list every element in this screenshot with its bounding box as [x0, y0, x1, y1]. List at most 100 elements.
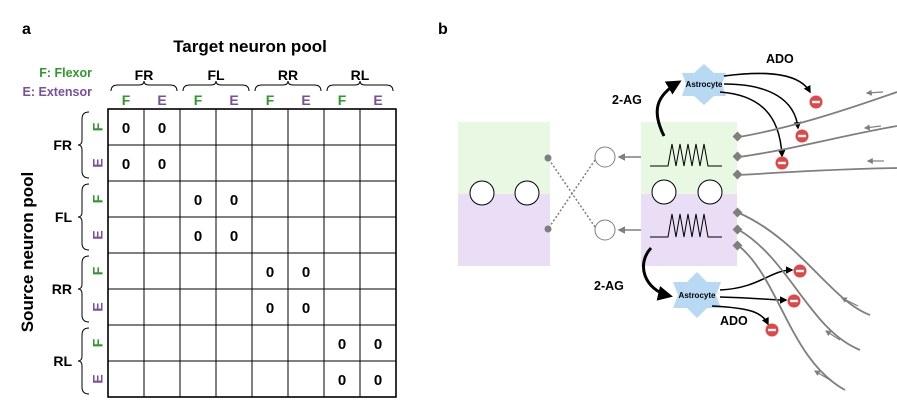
matrix-cell-value: 0: [158, 156, 166, 173]
terminal-bottom-3: [732, 240, 743, 251]
matrix-cell-box: [179, 288, 217, 326]
matrix-cell-box: [323, 252, 361, 290]
right-extensor-region: [641, 194, 737, 266]
matrix-cell-box: [323, 216, 361, 254]
matrix-cell-box: [107, 324, 145, 362]
matrix-cell: [323, 216, 361, 254]
target-pool-title: Target neuron pool: [173, 37, 327, 56]
astrocyte-bottom-shape: [673, 272, 721, 318]
matrix-cell-box: [179, 324, 217, 362]
matrix-cell: [359, 108, 397, 146]
matrix-cell-box: [107, 252, 145, 290]
matrix-cell-box: [143, 216, 181, 254]
inhibition-bar: [796, 269, 804, 273]
matrix-cell: 0: [359, 360, 397, 398]
ado-arrow-bottom-3: [711, 305, 769, 326]
terminal-top-3: [732, 169, 743, 180]
matrix-cell-box: [215, 360, 253, 398]
matrix-cell: [287, 108, 325, 146]
inhibition-bar: [798, 134, 806, 138]
matrix-cell-box: [251, 180, 289, 218]
ado-arrow-bottom-2: [719, 296, 788, 304]
terminal-top-1: [732, 131, 743, 142]
matrix-cell: [107, 216, 145, 254]
panel-b-letter: b: [438, 21, 448, 38]
matrix-cell: [323, 252, 361, 290]
matrix-cell: 0: [251, 288, 289, 326]
crossing-terminal-top: [544, 154, 552, 162]
panel-a-letter: a: [22, 21, 31, 38]
matrix-cell: 0: [143, 144, 181, 182]
matrix-cell: [359, 288, 397, 326]
row-extensor-label: E: [90, 158, 106, 167]
matrix-cell-box: [107, 360, 145, 398]
matrix-cell-value: 0: [338, 336, 346, 353]
row-pool-label: FR: [53, 137, 72, 153]
inhibition-marker: [775, 156, 789, 170]
row-pool-brace: [77, 111, 90, 179]
ado-arrow-top-2: [723, 83, 802, 130]
matrix-border: [107, 108, 397, 398]
matrix-cell: [287, 216, 325, 254]
matrix-cell-box: [143, 360, 181, 398]
row-pool-label: RL: [53, 353, 72, 369]
matrix-cell-box: [107, 180, 145, 218]
matrix-cell-box: [359, 108, 397, 146]
matrix-cell: [143, 288, 181, 326]
col-pool-label: FR: [135, 67, 154, 83]
afferent-arrow-bottom-1: [840, 297, 859, 307]
left-extensor-region: [458, 194, 550, 266]
inhibition-markers: [765, 95, 823, 337]
afferent-arrow-top-2: [863, 124, 882, 131]
matrix-cell: 0: [287, 288, 325, 326]
row-pool-brace: [77, 255, 90, 323]
matrix-cell: [287, 144, 325, 182]
ado-label-top: ADO: [766, 52, 794, 66]
afferent-fiber-top-2: [738, 125, 897, 158]
panel-a: a Target neuron pool F: Flexor E: Extens…: [18, 21, 397, 398]
matrix-cell-box: [287, 360, 325, 398]
matrix-cell-box: [179, 144, 217, 182]
matrix-cell-box: [179, 360, 217, 398]
matrix-cell: [215, 288, 253, 326]
panel-b: b Astrocyte Astrocyte: [438, 21, 897, 391]
matrix-cell: [215, 144, 253, 182]
matrix-cell: 0: [287, 252, 325, 290]
matrix-cell: [215, 108, 253, 146]
legend-flexor: F: Flexor: [39, 66, 92, 80]
matrix-cell: [179, 324, 217, 362]
matrix-cell-value: 0: [374, 336, 382, 353]
inhibition-marker: [765, 323, 779, 337]
matrix-cell-box: [251, 144, 289, 182]
2ag-arrow-top: [655, 80, 682, 137]
col-pool-brace: [254, 80, 322, 92]
matrix-cell: 0: [179, 180, 217, 218]
matrix-cell-box: [359, 216, 397, 254]
matrix-cell-value: 0: [230, 192, 238, 209]
matrix-cell-box: [215, 324, 253, 362]
col-flexor-label: F: [338, 92, 347, 108]
row-flexor-label: F: [90, 266, 106, 275]
matrix-cell-box: [251, 360, 289, 398]
matrix-cell-box: [359, 324, 397, 362]
afferent-fiber-bottom-1: [738, 212, 871, 316]
matrix-cell-box: [287, 252, 325, 290]
matrix-cell-box: [143, 108, 181, 146]
row-flexor-label: F: [90, 338, 106, 347]
matrix-cell-value: 0: [122, 120, 130, 137]
matrix-cell-box: [215, 288, 253, 326]
matrix-cell: [251, 216, 289, 254]
matrix-cell-value: 0: [122, 156, 130, 173]
astrocyte-top: Astrocyte: [682, 64, 726, 105]
row-flexor-label: F: [90, 194, 106, 203]
matrix-cell-box: [323, 180, 361, 218]
matrix-cell: [251, 360, 289, 398]
extensor-burst-trace: [650, 213, 722, 238]
matrix-cell: [215, 252, 253, 290]
inhibition-bar: [812, 100, 820, 104]
matrix-cell-box: [323, 288, 361, 326]
terminal-bottom-2: [732, 224, 743, 235]
crossing-path-1: [547, 159, 596, 230]
